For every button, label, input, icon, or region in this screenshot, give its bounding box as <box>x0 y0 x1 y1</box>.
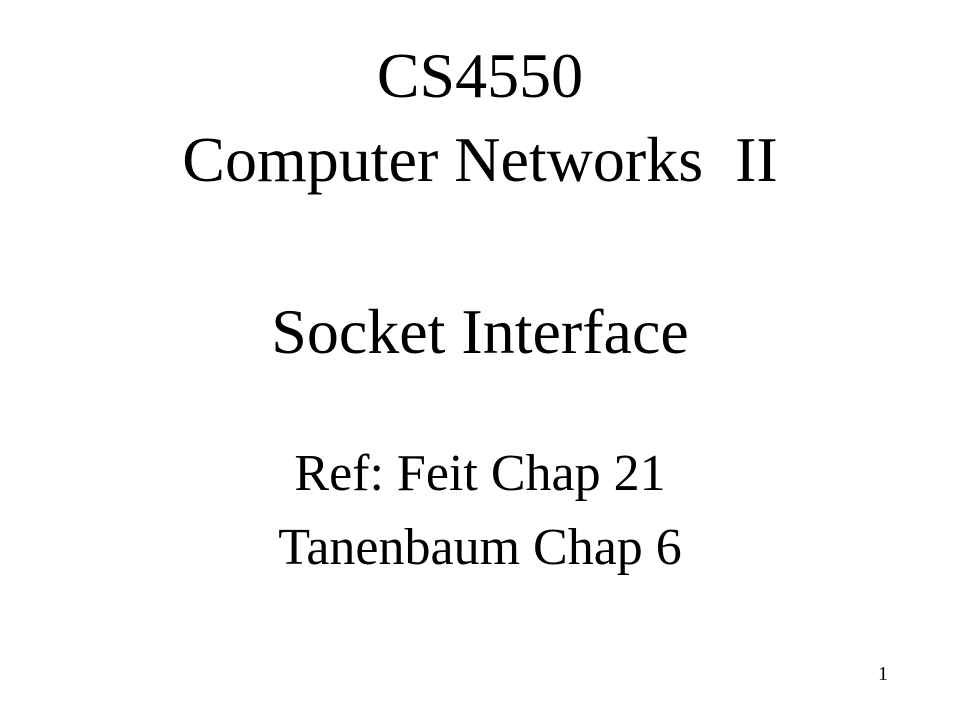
reference-line-1: Ref: Feit Chap 21 <box>294 445 666 502</box>
course-code-title: CS4550 <box>376 40 584 111</box>
reference-line-2: Tanenbaum Chap 6 <box>278 519 682 576</box>
course-name-title: Computer Networks II <box>182 124 778 195</box>
page-number: 1 <box>878 663 888 685</box>
slide-subtitle: Socket Interface <box>271 296 689 367</box>
